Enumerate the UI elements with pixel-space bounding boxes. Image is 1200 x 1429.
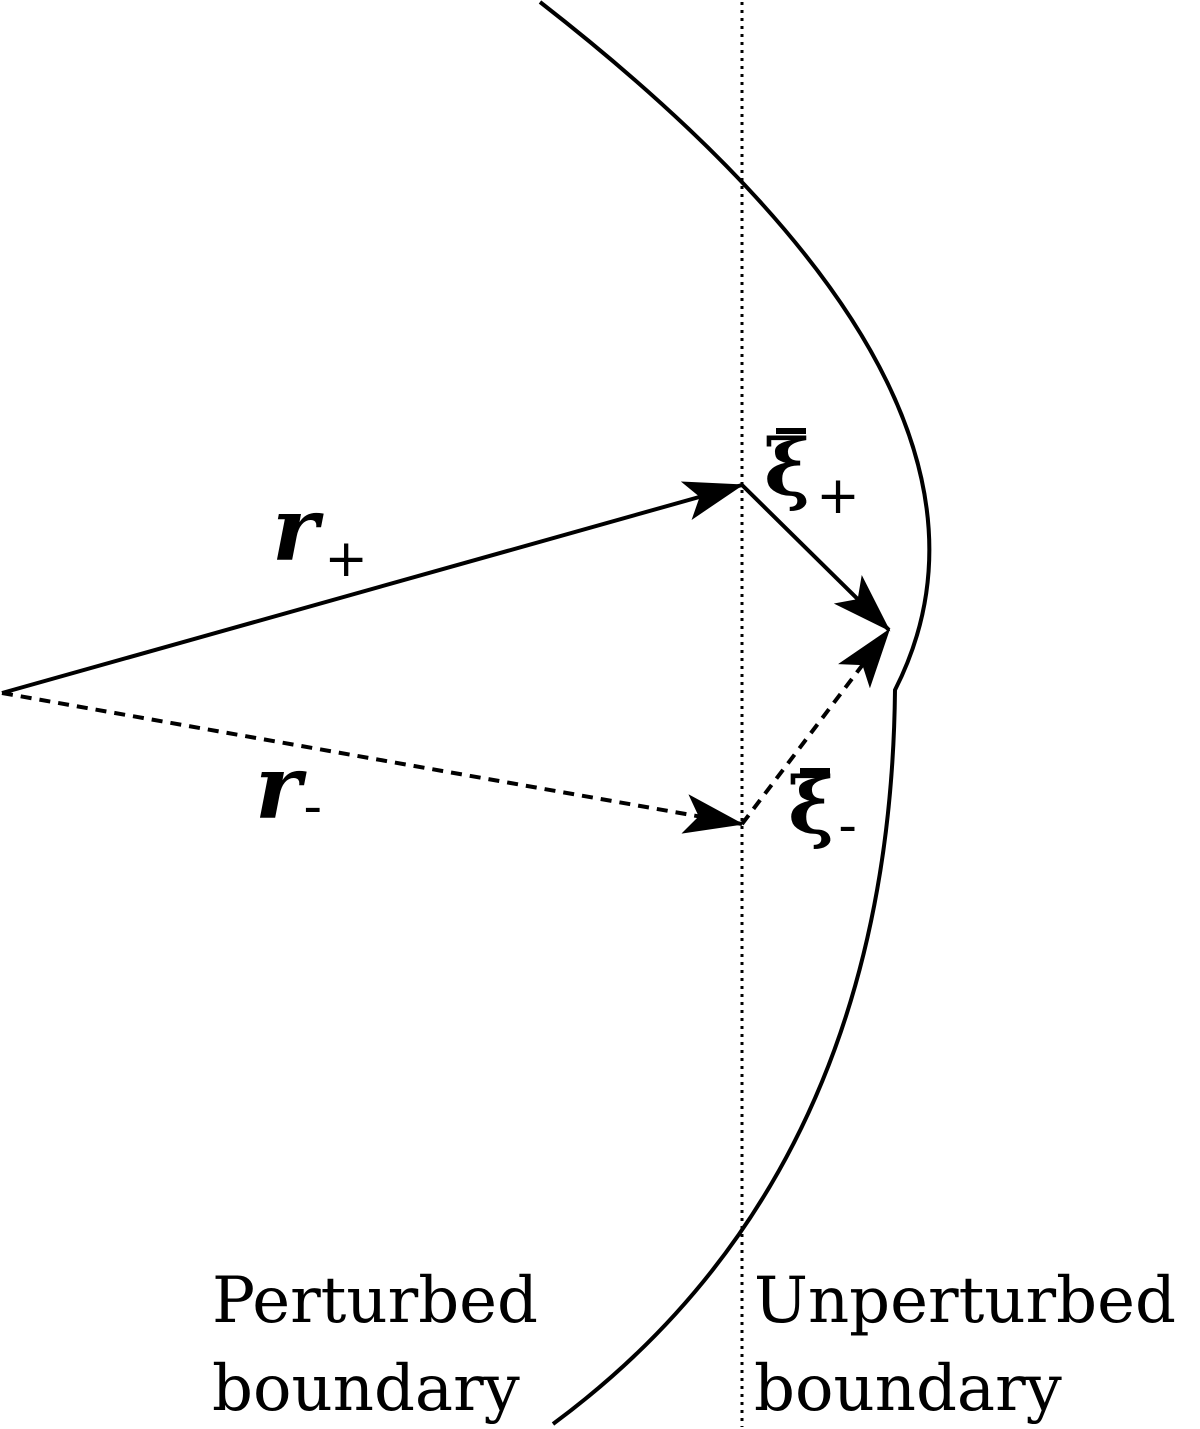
unperturbed-boundary-caption-line1: Unperturbed [754,1264,1176,1338]
r-minus-vector [1,691,744,834]
r-plus-vector [1,481,744,695]
perturbed-boundary-curve [538,0,932,1426]
r-plus-label: r+ [272,477,368,589]
r-minus-label: r- [255,735,322,839]
xi-plus-vector [740,483,891,632]
xi-plus-label: ξ+ [764,423,860,526]
xi-minus-label: ξ- [788,761,857,856]
perturbed-boundary-caption-line1: Perturbed [212,1264,538,1338]
perturbed-boundary-caption-line2: boundary [212,1352,520,1426]
xi-minus-vector [740,628,891,826]
unperturbed-boundary-caption-line2: boundary [754,1352,1062,1426]
